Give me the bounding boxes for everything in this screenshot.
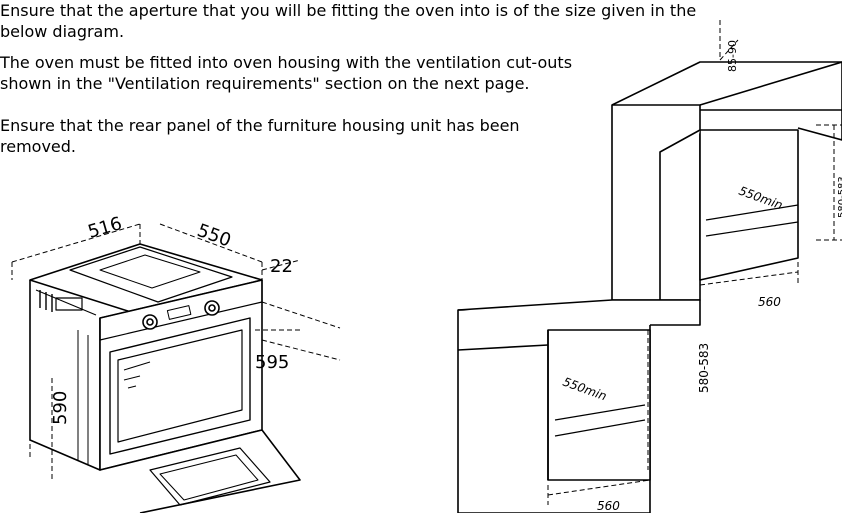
housing-upper-height-label: 580-583 bbox=[837, 176, 842, 218]
housing-upper-width-label: 560 bbox=[758, 295, 781, 309]
oven-front-label: 595 bbox=[255, 352, 289, 373]
oven-dimension-lines bbox=[11, 223, 341, 480]
oven-drawing bbox=[29, 243, 301, 513]
instruction-rear-panel: Ensure that the rear panel of the furnit… bbox=[0, 116, 520, 156]
oven-panel-label: 22 bbox=[270, 256, 293, 277]
oven-height-label: 590 bbox=[50, 391, 71, 425]
oven-width-label: 516 bbox=[86, 213, 125, 243]
housing-drawing bbox=[457, 61, 842, 513]
oven-depth-label: 550 bbox=[194, 220, 233, 251]
housing-top-gap-label: 85-90 bbox=[726, 40, 739, 72]
instruction-ventilation: The oven must be fitted into oven housin… bbox=[0, 53, 573, 93]
housing-lower-width-label: 560 bbox=[597, 499, 620, 513]
instruction-aperture-size: Ensure that the aperture that you will b… bbox=[0, 1, 697, 41]
housing-lower-height-label: 580-583 bbox=[697, 343, 711, 393]
housing-dimension-lines bbox=[547, 20, 842, 505]
